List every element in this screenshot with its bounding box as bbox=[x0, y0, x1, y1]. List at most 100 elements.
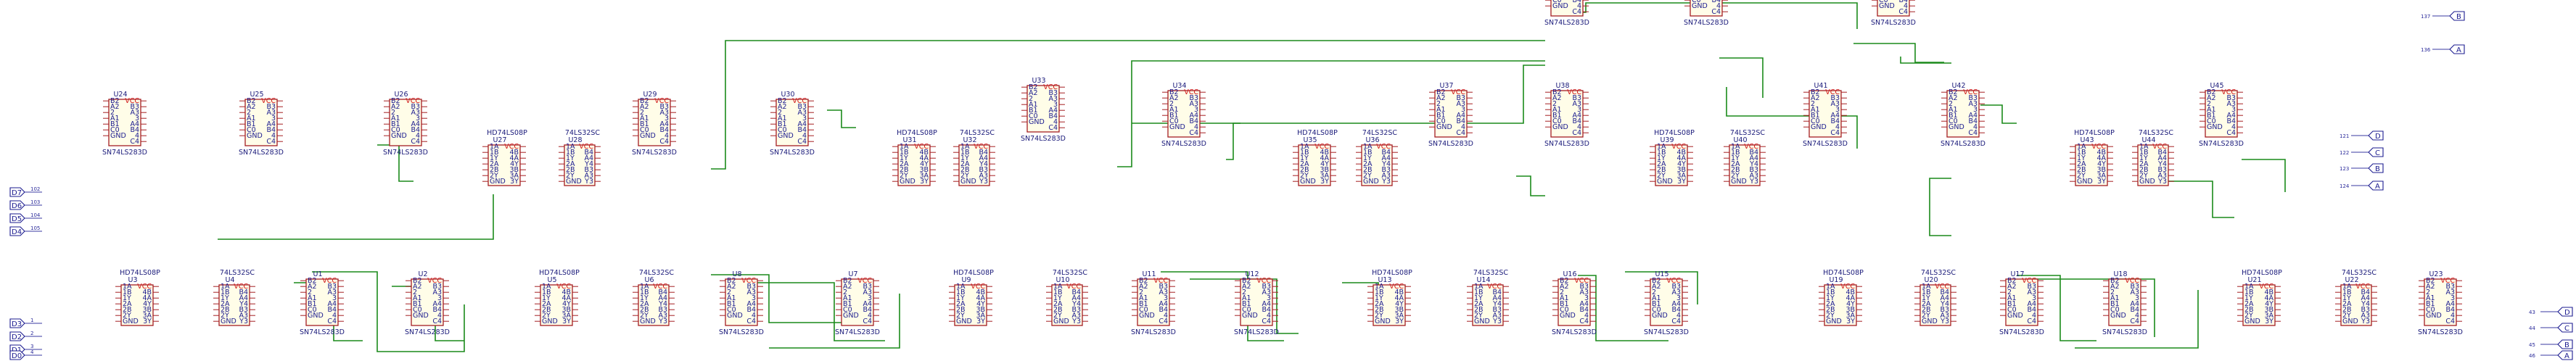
pin-name: A2 bbox=[1811, 94, 1820, 102]
pin-name: 3Y bbox=[2265, 318, 2273, 325]
chip-refdes: U27 bbox=[493, 136, 506, 144]
chip-part-value: SN74LS283D bbox=[1021, 135, 1066, 143]
pin-vcc: VCC bbox=[1574, 277, 1589, 285]
pin-vcc: VCC bbox=[1840, 283, 1855, 291]
pin-name: 3 bbox=[802, 115, 807, 123]
pin-name: A2 bbox=[2426, 283, 2435, 291]
pin-name: B3 bbox=[1572, 94, 1581, 102]
pin-name: A4 bbox=[1671, 300, 1681, 308]
pin-name: GND bbox=[221, 318, 236, 325]
chip-part-value: 74LS32SC bbox=[220, 269, 255, 277]
pin-name: B2 bbox=[2007, 277, 2017, 285]
pin-name: A2 bbox=[2110, 283, 2120, 291]
pin-vcc: VCC bbox=[2259, 283, 2273, 291]
chip-refdes: U28 bbox=[568, 136, 582, 144]
pin-name: 4B bbox=[561, 289, 571, 296]
pin-name: Y4 bbox=[1940, 300, 1949, 308]
pin-name: 1A bbox=[900, 143, 909, 151]
pin-name: B2 bbox=[110, 97, 120, 105]
pin-name: 2A bbox=[2077, 160, 2086, 168]
pin-name: 1Y bbox=[123, 294, 131, 302]
pin-name: 2Y bbox=[542, 312, 551, 320]
port-net: 4 bbox=[30, 349, 34, 355]
wire-segment bbox=[1581, 2, 1858, 29]
pin-name: A1 bbox=[2007, 294, 2017, 302]
pin-name: B2 bbox=[778, 97, 787, 105]
chip-body bbox=[487, 144, 521, 186]
pin-name: B2 bbox=[2110, 277, 2120, 285]
pin-name: A3 bbox=[1968, 100, 1978, 108]
pin-name: 3B bbox=[976, 306, 985, 314]
pin-name: A3 bbox=[411, 109, 420, 117]
chip-refdes: U11 bbox=[1142, 270, 1156, 278]
pin-name: 4 bbox=[271, 132, 276, 140]
pin-name: 1Y bbox=[1300, 154, 1309, 162]
pin-name: C4 bbox=[2445, 318, 2455, 325]
pin-name: C4 bbox=[659, 138, 669, 146]
chip-part-value: HD74LS08P bbox=[897, 129, 937, 137]
pin-name: B4 bbox=[1579, 306, 1589, 314]
pin-name: 1A bbox=[2077, 143, 2086, 151]
port-flag bbox=[9, 226, 25, 236]
pin-name: 2 bbox=[2207, 100, 2211, 108]
chip-body bbox=[1434, 90, 1468, 138]
pin-name: 4 bbox=[1053, 118, 1058, 126]
chip-u27: U271A1B1Y2A2B2YGNDVCC4B4A4Y3B3A3YHD74LS0… bbox=[482, 129, 527, 186]
pin-name: 1B bbox=[1922, 289, 1931, 296]
pin-vcc: VCC bbox=[1153, 277, 1168, 285]
wire-segment bbox=[1853, 43, 1944, 63]
pin-name: B2 bbox=[843, 277, 852, 285]
pin-name: B3 bbox=[1381, 166, 1391, 174]
pin-vcc: VCC bbox=[261, 97, 276, 105]
pin-name: 2Y bbox=[1731, 172, 1740, 180]
pin-name: B4 bbox=[2226, 117, 2236, 125]
pin-name: 2 bbox=[2110, 289, 2115, 296]
pin-name: 2A bbox=[2244, 300, 2254, 308]
pin-name: 2A bbox=[221, 300, 230, 308]
pin-name: 4A bbox=[561, 294, 571, 302]
pin-name: C0 bbox=[391, 126, 400, 134]
pin-name: A3 bbox=[2445, 289, 2455, 296]
pin-name: 4A bbox=[919, 154, 929, 162]
pin-name: C0 bbox=[1692, 0, 1701, 4]
pin-name: A4 bbox=[2027, 300, 2036, 308]
pin-name: A4 bbox=[1381, 154, 1391, 162]
pin-name: B4 bbox=[863, 306, 872, 314]
pin-name: 2 bbox=[1029, 95, 1033, 103]
chip-part-value: SN74LS283D bbox=[719, 328, 764, 336]
pin-name: B3 bbox=[1456, 94, 1465, 102]
chip-refdes: U25 bbox=[250, 91, 263, 99]
pin-name: 2B bbox=[542, 306, 551, 314]
pin-name: 4A bbox=[1320, 154, 1329, 162]
pin-name: 1B bbox=[221, 289, 230, 296]
pin-vcc: VCC bbox=[1963, 88, 1978, 96]
pin-name: 1A bbox=[1363, 143, 1373, 151]
chip-u24: U24B2A22A1B1C0GNDVCCB3A33A4B44C4SN74LS28… bbox=[102, 91, 147, 157]
chip-u39: U391A1B1Y2A2B2YGNDVCC4B4A4Y3B3A3YHD74LS0… bbox=[1650, 129, 1695, 186]
pin-vcc: VCC bbox=[234, 283, 248, 291]
pin-name: 1A bbox=[1474, 283, 1484, 291]
chip-u17: U17B2A22A1B1C0GNDVCCB3A33A4B44C4SN74LS28… bbox=[1999, 270, 2044, 336]
pin-name: 1Y bbox=[490, 154, 498, 162]
pin-name: C4 bbox=[2130, 318, 2139, 325]
port-label: D4 bbox=[12, 228, 22, 236]
chip-refdes: U15 bbox=[1655, 270, 1668, 278]
pin-name: A4 bbox=[1572, 112, 1581, 120]
pin-name: B3 bbox=[1671, 283, 1681, 291]
wire-segment bbox=[711, 274, 841, 323]
pin-vcc: VCC bbox=[1376, 143, 1391, 151]
port-flag bbox=[2368, 130, 2384, 141]
pin-name: 3 bbox=[1194, 106, 1198, 114]
pin-vcc: VCC bbox=[2022, 277, 2036, 285]
pin-name: B1 bbox=[1552, 112, 1562, 120]
port-label: D bbox=[2375, 133, 2381, 141]
chip-part-value: SN74LS283D bbox=[383, 149, 428, 157]
pin-name: 2Y bbox=[1053, 312, 1062, 320]
pin-name: A4 bbox=[1456, 112, 1465, 120]
port-net: 121 bbox=[2340, 133, 2349, 139]
pin-name: A3 bbox=[1456, 100, 1465, 108]
pin-name: 1B bbox=[956, 289, 966, 296]
pin-name: A4 bbox=[327, 300, 337, 308]
